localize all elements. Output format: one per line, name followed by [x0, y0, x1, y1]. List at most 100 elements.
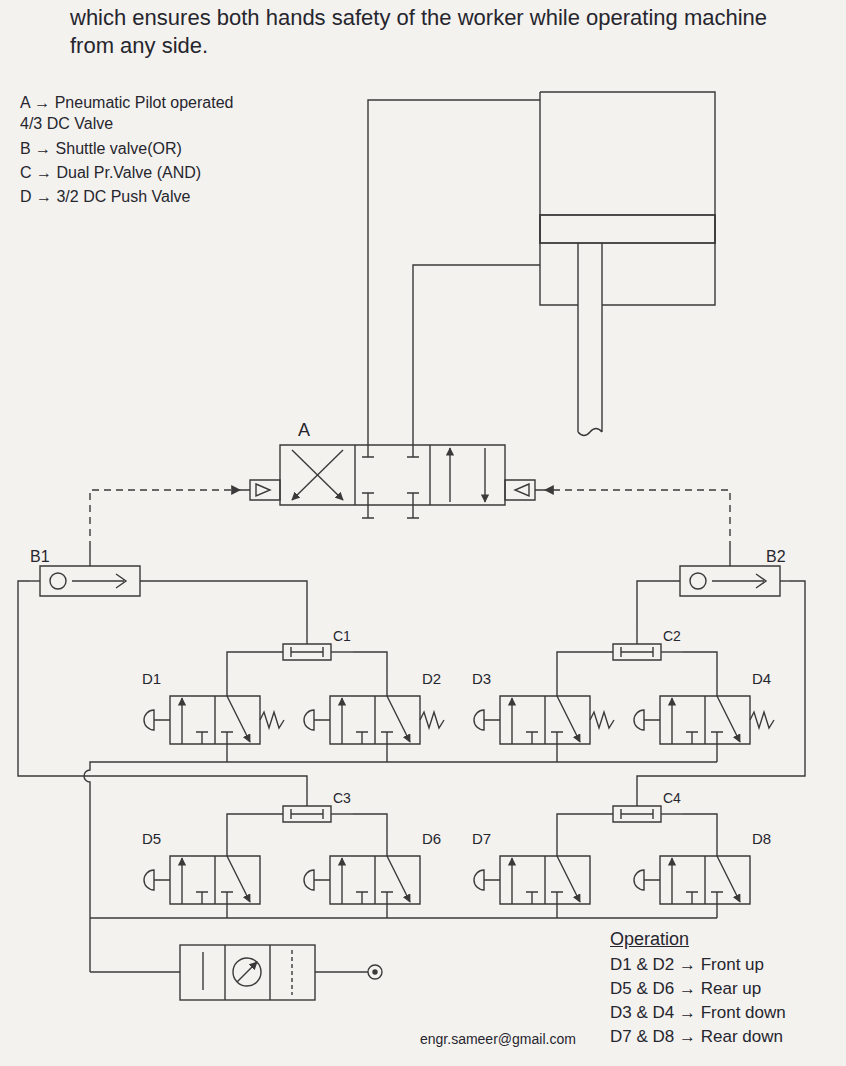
push-button: [634, 870, 660, 890]
valve-label: B2: [766, 548, 786, 566]
flow-arrow: [181, 698, 182, 744]
push-button: [304, 870, 330, 890]
regulator-arrow: [237, 962, 257, 982]
flow-arrow: [511, 858, 512, 904]
valve-label: D7: [472, 830, 491, 847]
push-valve: D6: [300, 830, 450, 908]
push-button: [304, 710, 330, 730]
port-line: [780, 580, 790, 581]
push-button: [144, 710, 170, 730]
air-source: [368, 965, 382, 979]
blocked-port: [526, 732, 538, 744]
port-line: [556, 904, 557, 908]
valve-body: [330, 696, 420, 744]
shuttle-valve: B1: [30, 548, 140, 596]
dual-pressure-valve: C1: [283, 628, 353, 660]
blocked-port: [711, 732, 723, 744]
pilot-actuator: [240, 480, 280, 500]
valve-symbol: [240, 420, 545, 520]
port-line: [306, 790, 307, 806]
port-line: [368, 420, 413, 445]
valve-body: [40, 566, 140, 596]
valve-label: C2: [663, 628, 681, 644]
port-line: [661, 651, 683, 652]
piston-rod: [578, 243, 602, 436]
valve-label: D4: [752, 670, 771, 687]
blocked-port: [686, 732, 698, 744]
flow-arrow: [341, 698, 342, 744]
port-line: [386, 670, 387, 696]
operation-item: D1 & D2 → Front up: [610, 954, 764, 975]
shuttle-spool: [621, 809, 653, 819]
valve-body: [613, 644, 661, 660]
signal-line: [140, 581, 307, 628]
port-line: [386, 904, 387, 908]
signal-line: [557, 652, 613, 670]
port-line: [386, 744, 387, 748]
signal-line: [227, 814, 283, 830]
watermark: engr.sameer@gmail.com: [420, 1030, 576, 1048]
blocked-port: [551, 732, 563, 744]
port-line: [331, 651, 353, 652]
blocked-port: [196, 892, 208, 904]
port-line: [636, 790, 637, 806]
port-line: [306, 628, 307, 644]
signal-line: [683, 814, 717, 830]
push-valve: D4: [630, 670, 780, 748]
blocked-port: [526, 892, 538, 904]
port-line: [331, 813, 353, 814]
signal-line: [637, 581, 805, 790]
valve-label: D5: [142, 830, 161, 847]
shuttle-ball: [690, 573, 706, 589]
exhaust-port: [362, 505, 419, 518]
blocked-port: [381, 892, 393, 904]
port-line: [226, 670, 227, 696]
blocked-port: [221, 732, 233, 744]
blocked-port: [356, 892, 368, 904]
port-line: [386, 830, 387, 856]
signal-line: [353, 652, 387, 670]
shuttle-spool: [291, 647, 323, 657]
flow-arrow: [292, 450, 343, 500]
flow-arrow: [387, 696, 410, 742]
flow-arrow: [717, 856, 740, 902]
push-valve: D3: [470, 670, 620, 748]
valve-label: C1: [333, 628, 351, 644]
blocked-port: [551, 892, 563, 904]
regulator-gauge: [233, 958, 261, 986]
port-line: [226, 904, 227, 908]
port-line: [226, 830, 227, 856]
lubricator-mark: [291, 950, 292, 995]
blocked-port: [221, 892, 233, 904]
frl-divider: [225, 945, 270, 1000]
pilot-line: [90, 490, 240, 548]
return-spring: [750, 712, 774, 728]
shuttle-spool: [621, 647, 653, 657]
push-valve: D5: [140, 830, 290, 908]
flow-arrow: [557, 856, 580, 902]
valve-body: [283, 644, 331, 660]
signal-line: [637, 581, 680, 628]
pilot-line: [545, 490, 730, 548]
port-line: [89, 548, 90, 566]
valve-label: C3: [333, 790, 351, 806]
port-line: [30, 580, 40, 581]
flow-arrow: [484, 448, 485, 502]
flow-arrow: [449, 448, 450, 502]
supply-line: [90, 971, 180, 972]
key-item: C → Dual Pr.Valve (AND): [20, 162, 260, 183]
shuttle-spool: [291, 809, 323, 819]
valve-symbol: [140, 670, 290, 748]
valve-symbol: [470, 830, 620, 908]
key-item: B → Shuttle valve(OR): [20, 138, 260, 159]
valve-label: D1: [142, 670, 161, 687]
push-button: [474, 710, 500, 730]
supply-line: [84, 762, 717, 972]
blocked-port: [356, 732, 368, 744]
port-line: [636, 628, 637, 644]
port-line: [556, 670, 557, 696]
shuttle-ball: [50, 573, 66, 589]
